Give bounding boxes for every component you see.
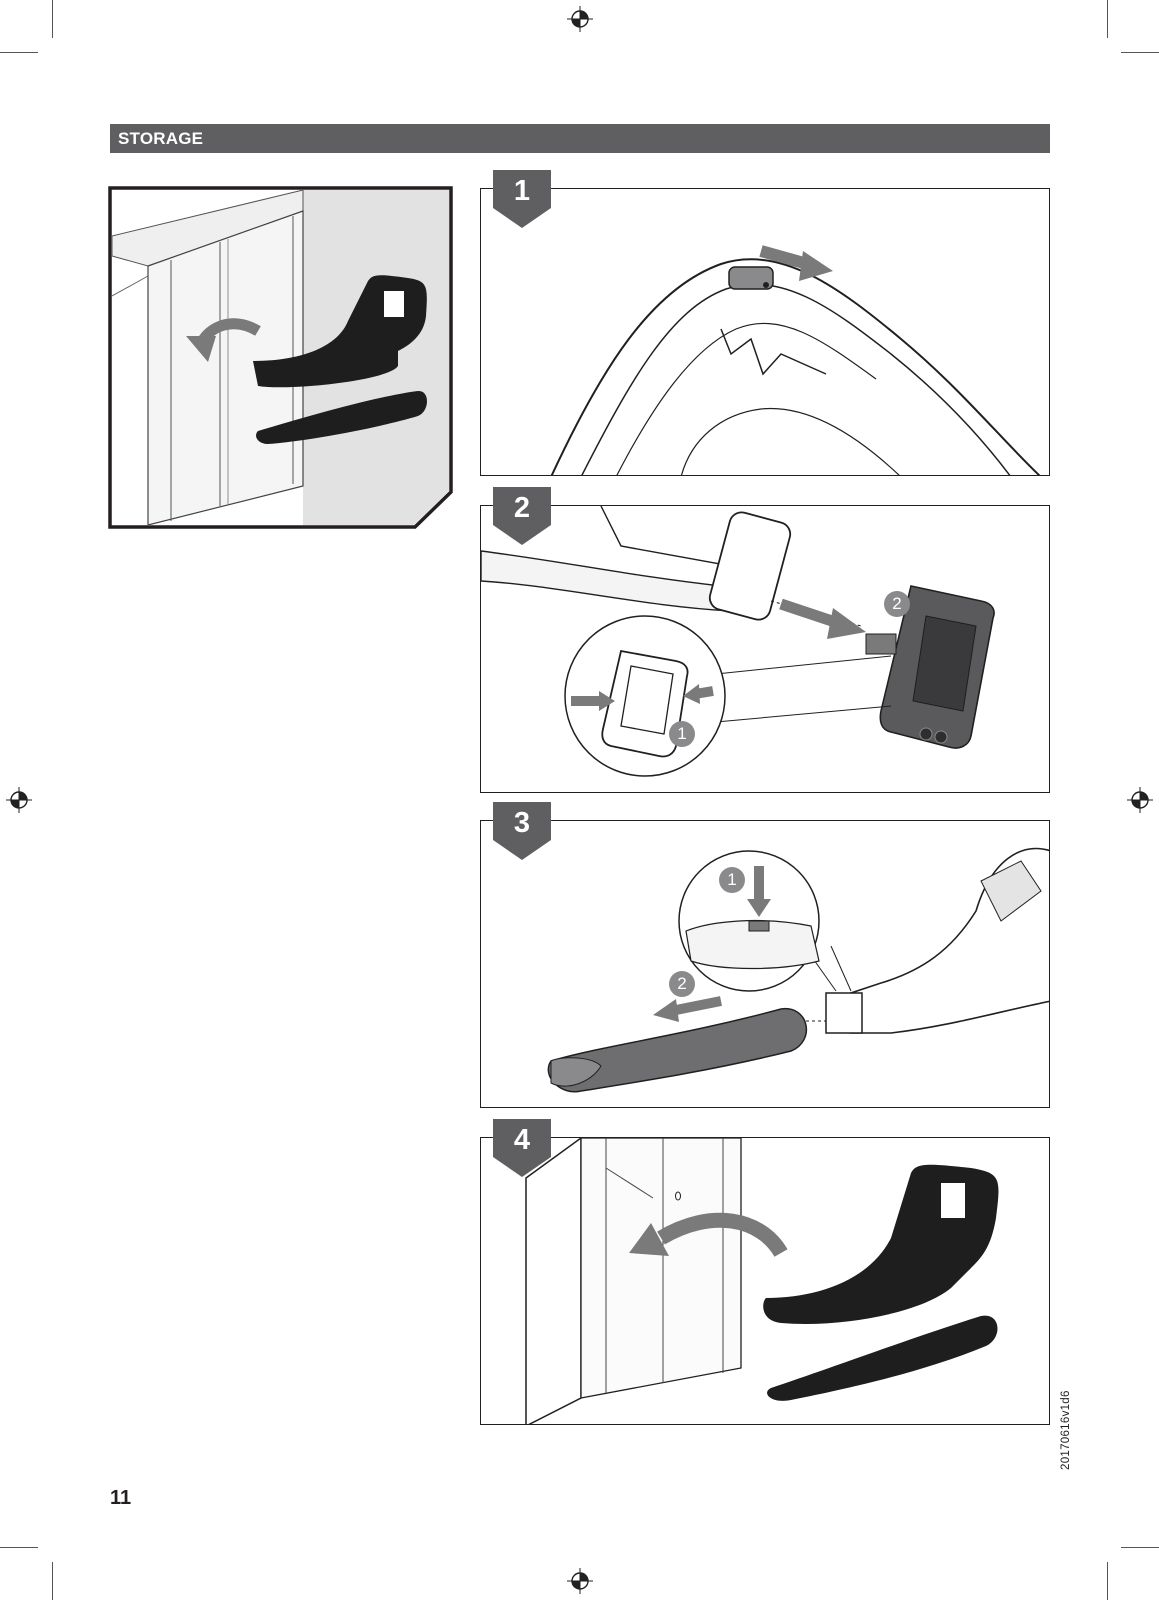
step-number: 4 [513, 1124, 531, 1156]
crop-mark [52, 0, 53, 38]
registration-mark-icon [567, 6, 593, 32]
step-2-badge: 2 [493, 487, 551, 545]
crop-mark [52, 1562, 53, 1600]
storage-overview-illustration [108, 186, 453, 529]
callout-1: 1 [669, 721, 695, 747]
crop-mark [1121, 1547, 1159, 1548]
step-2-panel: 2 1 [480, 505, 1050, 793]
page-number: 11 [110, 1487, 132, 1509]
registration-mark-icon [6, 787, 32, 813]
battery-removal-illustration [481, 506, 995, 777]
battery-latch-illustration [550, 245, 1041, 475]
crop-mark [0, 52, 38, 53]
registration-mark-icon [567, 1568, 593, 1594]
step-4-badge: 4 [493, 1119, 551, 1177]
step-4-panel [480, 1137, 1050, 1425]
crop-mark [0, 1547, 38, 1548]
callout-2: 2 [669, 971, 695, 997]
step-3-panel: 1 2 [480, 820, 1050, 1108]
step-3-badge: 3 [493, 802, 551, 860]
callout-1: 1 [719, 867, 745, 893]
step-number: 1 [513, 175, 531, 207]
step-number: 2 [513, 492, 531, 524]
nozzle-removal-illustration [547, 847, 1049, 1093]
crop-mark [1107, 0, 1108, 38]
crop-mark [1121, 52, 1159, 53]
section-title: STORAGE [110, 124, 1050, 153]
step-1-panel [480, 188, 1050, 476]
storage-cabinet-illustration [525, 1138, 999, 1424]
crop-mark [1107, 1562, 1108, 1600]
registration-mark-icon [1127, 787, 1153, 813]
step-number: 3 [513, 807, 531, 839]
step-1-badge: 1 [493, 170, 551, 228]
version-code: 20170616v1d6 [1060, 1390, 1072, 1470]
callout-2: 2 [884, 591, 910, 617]
